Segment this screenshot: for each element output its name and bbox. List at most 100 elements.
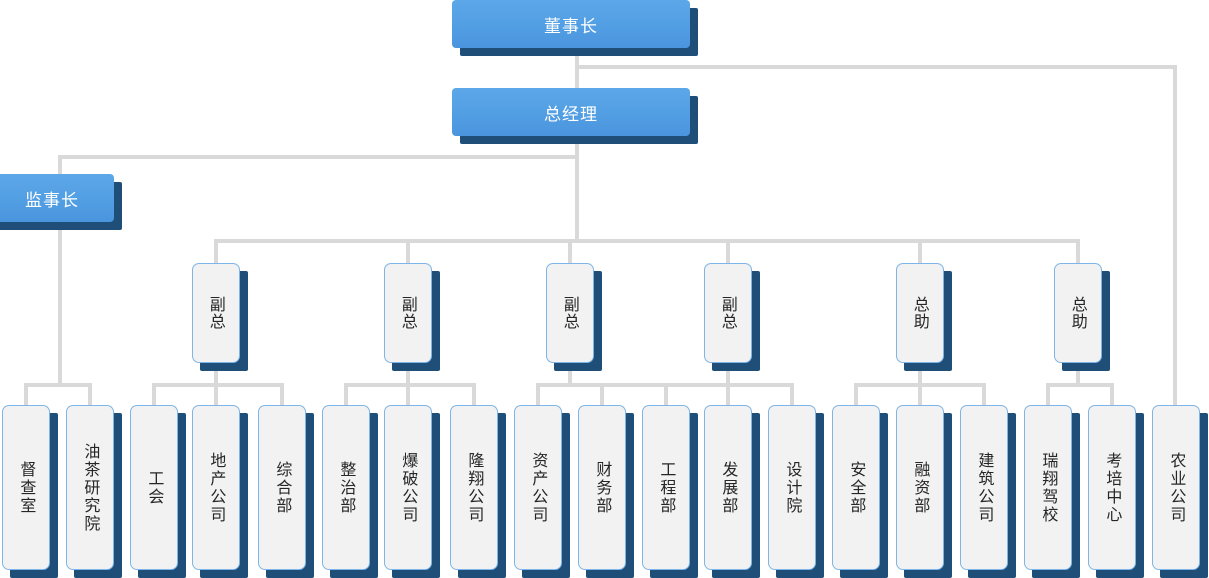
node-vp-4[interactable]: 副总: [704, 263, 760, 371]
connector-gm-stem: [575, 138, 579, 243]
node-label-chief-supervisor: 监事长: [25, 190, 79, 211]
node-design-institute[interactable]: 设计院: [768, 405, 824, 578]
connector-ga1-child-1: [854, 383, 858, 407]
connector-vp1-child-2: [214, 383, 218, 407]
connector-supervisor-bar: [24, 383, 92, 387]
node-financing-dept[interactable]: 融资部: [896, 405, 952, 578]
connector-vp4-child-2: [790, 383, 794, 407]
node-vp-2[interactable]: 副总: [384, 263, 440, 371]
node-rectification-dept[interactable]: 整治部: [322, 405, 378, 578]
node-face: 资产公司: [514, 405, 562, 570]
node-real-estate-company[interactable]: 地产公司: [192, 405, 248, 578]
connector-supervisor-child-2: [88, 383, 92, 407]
node-vp-3[interactable]: 副总: [546, 263, 602, 371]
node-supervision-office[interactable]: 督查室: [2, 405, 58, 578]
connector-chairman-to-agri-horizontal: [575, 65, 1177, 69]
connector-vp3-child-1: [536, 383, 540, 407]
node-label-construction-company: 建筑公司: [975, 451, 995, 524]
connector-gm-to-ga2: [1076, 239, 1080, 265]
node-label-safety-dept: 安全部: [847, 460, 867, 515]
connector-ga2-child-2: [1110, 383, 1114, 407]
node-label-financing-dept: 融资部: [911, 460, 931, 515]
node-engineering-dept[interactable]: 工程部: [642, 405, 698, 578]
node-general-assistant-2[interactable]: 总助: [1054, 263, 1110, 371]
connector-vp1-bar: [152, 383, 284, 387]
node-label-longxiang-company: 隆翔公司: [465, 451, 485, 524]
node-general-assistant-1[interactable]: 总助: [896, 263, 952, 371]
node-label-chairman: 董事长: [544, 16, 598, 37]
node-face: 隆翔公司: [450, 405, 498, 570]
node-face: 农业公司: [1152, 405, 1200, 570]
connector-gm-to-vp4: [726, 239, 730, 265]
connector-gm-to-vp1: [214, 239, 218, 265]
node-face: 安全部: [832, 405, 880, 570]
connector-ga1-bar: [854, 383, 986, 387]
node-label-general-affairs-dept: 综合部: [273, 460, 293, 515]
node-face: 爆破公司: [384, 405, 432, 570]
node-face: 瑞翔驾校: [1024, 405, 1072, 570]
node-face: 总助: [896, 263, 944, 363]
node-blasting-company[interactable]: 爆破公司: [384, 405, 440, 578]
connector-vp2-child-2: [406, 383, 410, 407]
node-face: 副总: [384, 263, 432, 363]
connector-vp1-child-1: [152, 383, 156, 407]
connector-supervisor-child-1: [24, 383, 28, 407]
node-face: 财务部: [578, 405, 626, 570]
connector-ga1-child-2: [918, 383, 922, 407]
node-label-asset-company: 资产公司: [529, 451, 549, 524]
node-face: 融资部: [896, 405, 944, 570]
node-face: 工程部: [642, 405, 690, 570]
node-label-labor-union: 工会: [145, 469, 165, 506]
node-label-real-estate-company: 地产公司: [207, 451, 227, 524]
node-face: 考培中心: [1088, 405, 1136, 570]
connector-ga1-child-3: [982, 383, 986, 407]
node-chief-supervisor[interactable]: 监事长: [0, 174, 122, 230]
connector-vp3-child-2: [600, 383, 604, 407]
node-face: 副总: [546, 263, 594, 363]
connector-supervisor-stem: [58, 229, 62, 385]
connector-vp3-bar: [536, 383, 668, 387]
node-chairman[interactable]: 董事长: [452, 0, 698, 56]
node-general-affairs-dept[interactable]: 综合部: [258, 405, 314, 578]
node-face: 建筑公司: [960, 405, 1008, 570]
node-construction-company[interactable]: 建筑公司: [960, 405, 1016, 578]
node-finance-dept[interactable]: 财务部: [578, 405, 634, 578]
node-labor-union[interactable]: 工会: [130, 405, 186, 578]
node-safety-dept[interactable]: 安全部: [832, 405, 888, 578]
node-label-supervision-office: 督查室: [17, 460, 37, 515]
node-general-manager[interactable]: 总经理: [452, 88, 698, 144]
node-face: 油茶研究院: [66, 405, 114, 570]
node-label-vp-1: 副总: [206, 296, 226, 330]
node-asset-company[interactable]: 资产公司: [514, 405, 570, 578]
connector-gm-to-supervisor-horizontal: [58, 155, 577, 159]
node-face: 监事长: [0, 174, 114, 222]
node-face: 副总: [192, 263, 240, 363]
connector-gm-distribution-bar: [214, 239, 1080, 243]
node-vp-1[interactable]: 副总: [192, 263, 248, 371]
node-face: 地产公司: [192, 405, 240, 570]
node-longxiang-company[interactable]: 隆翔公司: [450, 405, 506, 578]
node-label-agriculture-company: 农业公司: [1167, 451, 1187, 524]
node-camellia-research-institute[interactable]: 油茶研究院: [66, 405, 122, 578]
node-label-camellia-research-institute: 油茶研究院: [81, 442, 101, 533]
node-agriculture-company[interactable]: 农业公司: [1152, 405, 1208, 578]
node-training-center[interactable]: 考培中心: [1088, 405, 1144, 578]
node-ruixiang-driving-school[interactable]: 瑞翔驾校: [1024, 405, 1080, 578]
node-face: 董事长: [452, 0, 690, 48]
connector-vp3-child-3: [664, 383, 668, 407]
connector-vp1-child-3: [280, 383, 284, 407]
connector-vp4-bar: [662, 383, 794, 387]
node-label-ruixiang-driving-school: 瑞翔驾校: [1039, 451, 1059, 524]
node-face: 总助: [1054, 263, 1102, 363]
node-label-training-center: 考培中心: [1103, 451, 1123, 524]
node-development-dept[interactable]: 发展部: [704, 405, 760, 578]
node-label-vp-4: 副总: [718, 296, 738, 330]
connector-vp2-bar: [344, 383, 476, 387]
connector-ga2-child-1: [1046, 383, 1050, 407]
connector-vp2-child-3: [472, 383, 476, 407]
connector-vp2-child-1: [344, 383, 348, 407]
node-face: 工会: [130, 405, 178, 570]
node-label-vp-3: 副总: [560, 296, 580, 330]
node-label-rectification-dept: 整治部: [337, 460, 357, 515]
